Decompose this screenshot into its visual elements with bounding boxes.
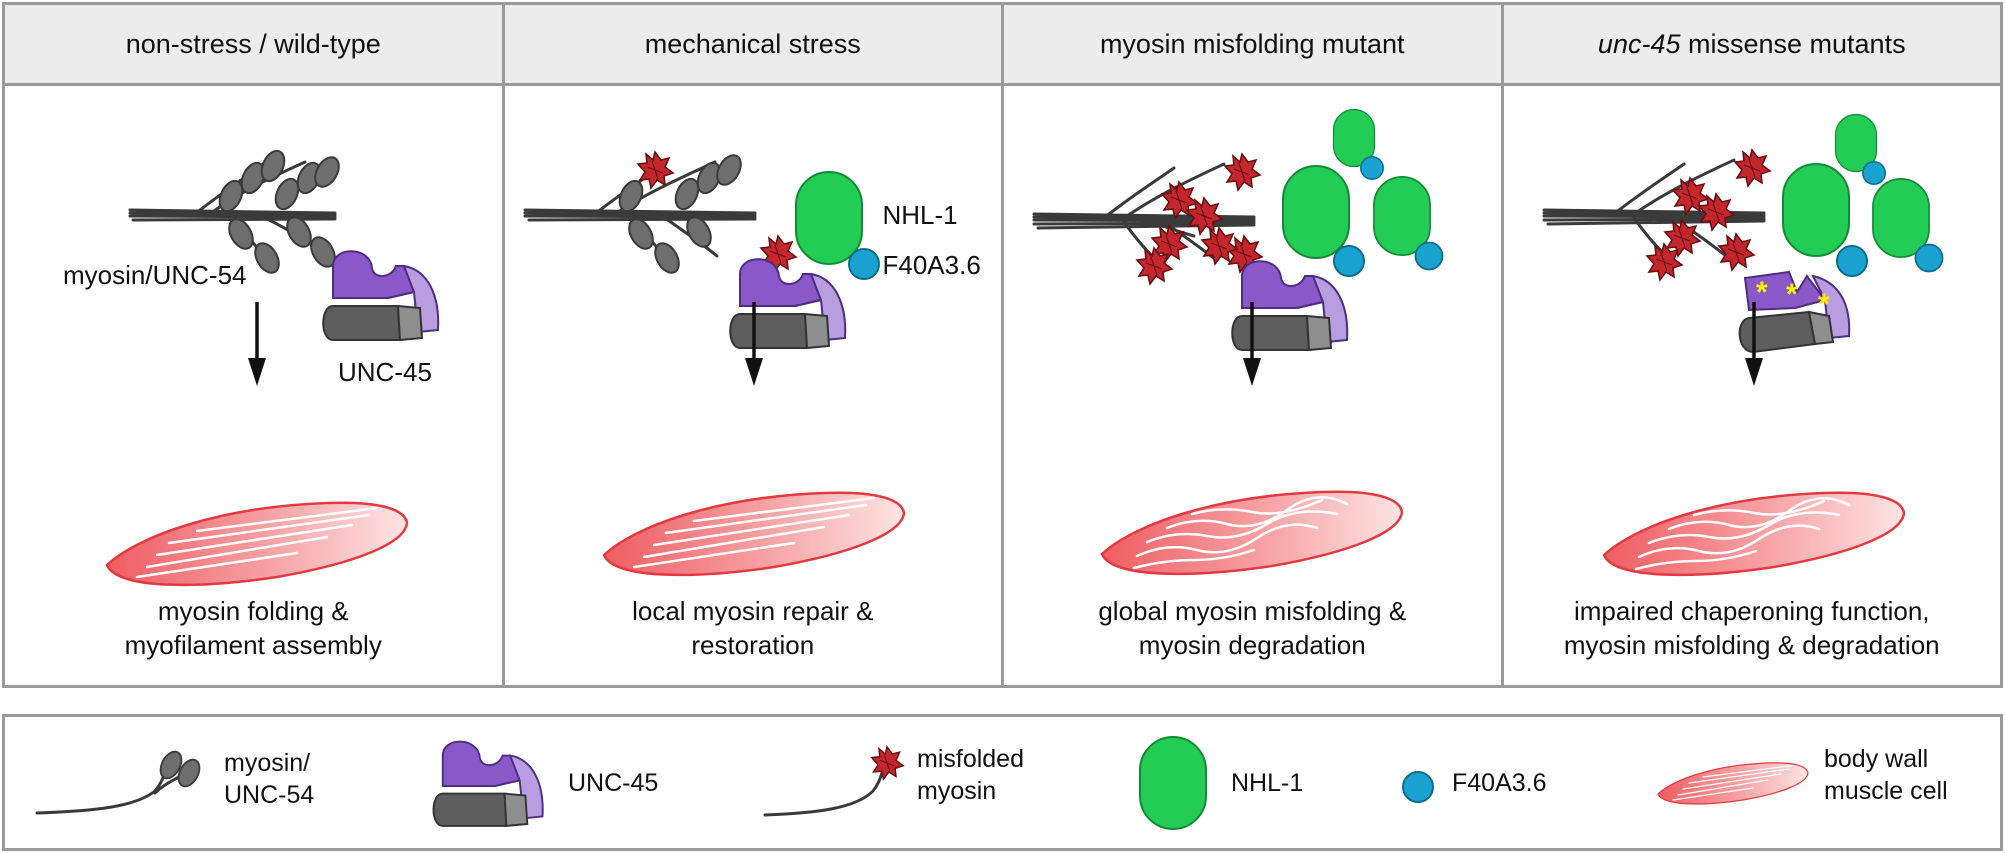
mutation-star-icon: * [1756, 276, 1768, 309]
legend-muscle-cell-label: body wall muscle cell [1824, 743, 1948, 807]
panel-misfolding-mutant: myosin misfolding mutant [1004, 5, 1504, 685]
panel-body: NHL-1 F40A3.6 local myosin repair & rest… [505, 86, 1002, 685]
panel-unc45-missense: unc-45 missense mutants [1503, 5, 2001, 685]
f40a3-6-protein [1861, 161, 1886, 185]
nhl1-label: NHL-1 [882, 200, 958, 230]
legend-unc45-label: UNC-45 [568, 769, 659, 797]
f40a3-6-protein [1914, 243, 1943, 273]
legend-label-line: body wall [1824, 745, 1929, 773]
unc45-protein-mutant [1738, 270, 1850, 354]
unc45-protein [728, 258, 846, 349]
panel-mechanical-stress: mechanical stress [504, 5, 1004, 685]
legend-label-line: myosin [917, 777, 997, 805]
f40a3-6-protein [1414, 241, 1444, 271]
f40a3-6-protein [1835, 245, 1868, 277]
caption-line: myosin misfolding & degradation [1563, 630, 1940, 660]
wild-type-illustration [105, 146, 440, 587]
panel-caption: myosin folding & myofilament assembly [5, 594, 502, 662]
caption-line: myosin degradation [1138, 630, 1366, 660]
caption-line: local myosin repair & [632, 596, 874, 626]
legend-label-line: UNC-54 [224, 781, 315, 809]
panel-title: non-stress / wild-type [5, 5, 502, 86]
missense-illustration: * * * [1542, 113, 1943, 577]
myosin-filament [1032, 162, 1256, 262]
f40a3-6-label: F40A3.6 [882, 250, 981, 280]
panel-row: non-stress / wild-type [2, 2, 2003, 688]
mechanical-stress-illustration [523, 150, 905, 577]
nhl1-protein [794, 171, 863, 265]
f40a3-6-protein [847, 248, 880, 280]
caption-line: restoration [691, 630, 815, 660]
legend-label-line: myosin/ [224, 749, 311, 777]
muscle-cell [1602, 491, 1905, 577]
panel-title-rest: missense mutants [1680, 28, 1906, 59]
muscle-cell [602, 491, 905, 577]
panel-caption: global myosin misfolding & myosin degrad… [1004, 594, 1501, 662]
legend-myosin-icon [35, 747, 205, 815]
f40a3-6-protein [1333, 245, 1365, 277]
caption-line: myofilament assembly [124, 630, 382, 660]
panel-body: myosin/UNC-54 UNC-45 myosin folding & my… [5, 86, 502, 685]
legend-misfolded-label: misfolded myosin [917, 743, 1024, 807]
legend-nhl1-icon [1139, 736, 1207, 830]
unc45-protein [322, 250, 440, 341]
legend-icons [35, 736, 1809, 830]
down-arrow [246, 300, 268, 388]
legend-label-line: muscle cell [1824, 777, 1948, 805]
panel-title: myosin misfolding mutant [1004, 5, 1501, 86]
panel-wild-type: non-stress / wild-type [5, 5, 505, 685]
legend: myosin/ UNC-54 UNC-45 misfolded myosin N… [2, 714, 2003, 851]
legend-misfolded-myosin-icon [763, 746, 904, 817]
panel-title-italic: unc-45 [1597, 28, 1681, 59]
legend-muscle-cell-icon [1657, 762, 1809, 805]
panel-caption: impaired chaperoning function, myosin mi… [1504, 594, 2001, 662]
panel-body: * * * impaired chaperoning function, myo… [1504, 86, 2001, 685]
mutation-stars: * * * [1756, 276, 1830, 321]
panel-title: unc-45 missense mutants [1503, 5, 2000, 86]
nhl1-protein [1871, 178, 1930, 258]
muscle-cell [105, 501, 409, 587]
panel-title: mechanical stress [504, 5, 1001, 86]
legend-f40a3-6-label: F40A3.6 [1452, 769, 1547, 797]
myosin-label: myosin/UNC-54 [63, 260, 247, 290]
panel-body: global myosin misfolding & myosin degrad… [1004, 86, 1501, 685]
unc45-label: UNC-45 [338, 357, 432, 387]
legend-label-line: misfolded [917, 745, 1024, 773]
caption-line: impaired chaperoning function, [1573, 596, 1930, 626]
nhl1-protein [1373, 176, 1431, 256]
f40a3-6-protein [1360, 156, 1384, 180]
mutation-star-icon: * [1818, 288, 1830, 321]
caption-line: myosin folding & [157, 596, 349, 626]
unc45-protein [1231, 260, 1349, 351]
caption-line: global myosin misfolding & [1098, 596, 1407, 626]
nhl1-protein [1282, 165, 1350, 259]
misfolding-mutant-illustration [1032, 108, 1444, 576]
legend-unc45-icon [432, 740, 544, 827]
legend-myosin-label: myosin/ UNC-54 [224, 747, 314, 811]
legend-nhl1-label: NHL-1 [1231, 769, 1304, 797]
muscle-cell [1100, 490, 1404, 576]
panel-caption: local myosin repair & restoration [505, 594, 1002, 662]
nhl1-protein [1781, 163, 1850, 257]
legend-f40a3-6-icon [1402, 771, 1434, 803]
mutation-star-icon: * [1786, 278, 1798, 311]
